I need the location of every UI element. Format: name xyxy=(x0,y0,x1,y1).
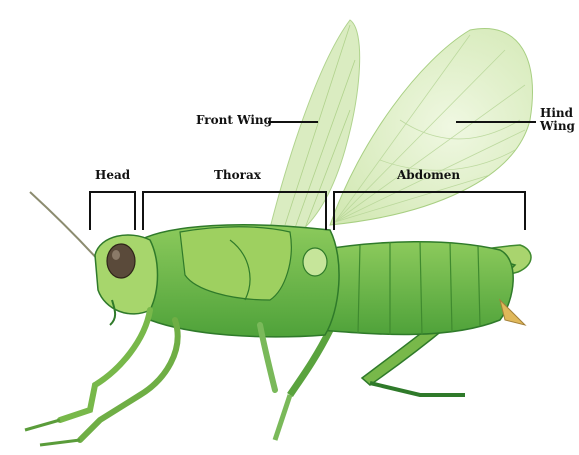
front-foot xyxy=(25,420,60,430)
ovipositor xyxy=(500,300,525,325)
front-leg-2 xyxy=(80,320,178,440)
abdomen-label: Abdomen xyxy=(397,169,460,182)
abdomen xyxy=(320,242,513,335)
head-label: Head xyxy=(95,169,130,182)
front-wing-label: Front Wing xyxy=(196,114,272,127)
middle-leg-foot xyxy=(275,395,290,440)
thorax-label: Thorax xyxy=(214,169,261,182)
middle-leg xyxy=(290,330,330,395)
hind-leg-foot xyxy=(370,383,465,395)
head-bracket xyxy=(90,192,135,230)
hind-wing xyxy=(330,28,533,225)
spiracle xyxy=(303,248,327,276)
compound-eye xyxy=(107,244,135,278)
hind-wing-label-line2: Wing xyxy=(540,120,576,133)
front-leg xyxy=(60,310,150,420)
hind-wing-label: Hind Wing xyxy=(540,107,576,133)
front-foot-2 xyxy=(40,440,80,445)
